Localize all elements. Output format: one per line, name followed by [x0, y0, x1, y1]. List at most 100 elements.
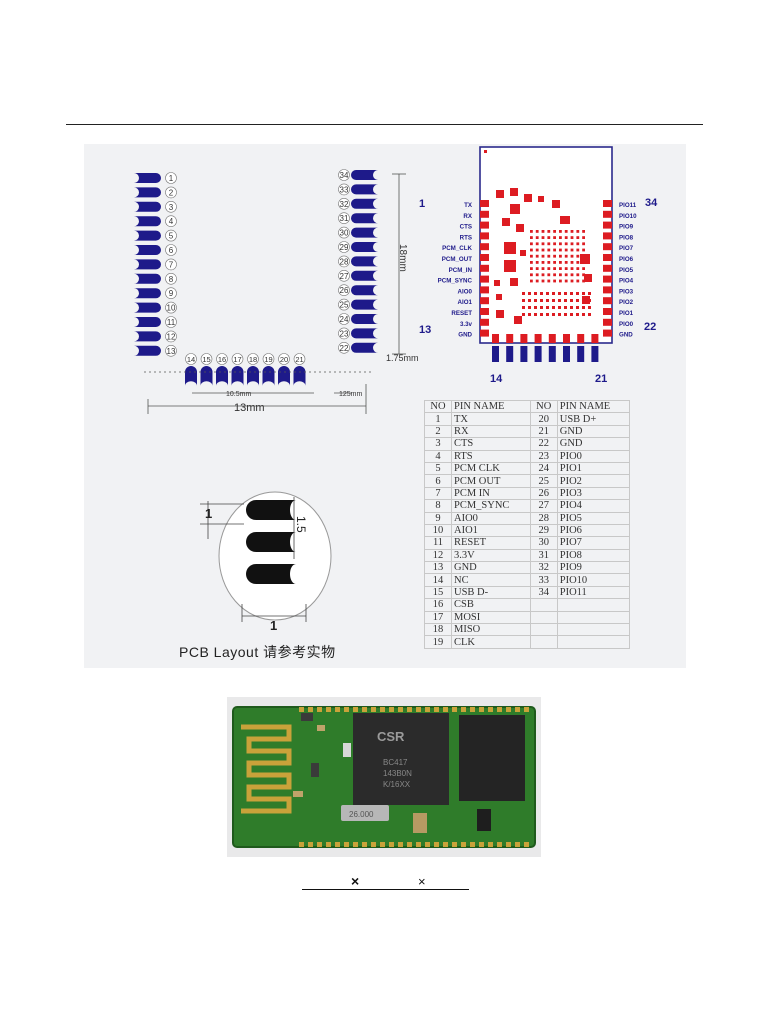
layout-label-left: AIO1	[458, 299, 473, 306]
detail-pads	[246, 500, 296, 584]
dim-edge-label: 1.75mm	[386, 353, 419, 363]
layout-pad-right	[603, 200, 612, 207]
table-cell-pin-name	[556, 635, 631, 649]
pin-number-bottom: 16	[218, 355, 226, 364]
table-cell-no: 5	[424, 461, 452, 476]
table-cell-pin-name: CLK	[451, 635, 531, 649]
table-cell-pin-name	[556, 598, 631, 612]
outline-pad-left	[134, 273, 161, 284]
table-cell-no: 19	[424, 635, 452, 649]
layout-label-left: PCM_IN	[449, 267, 473, 274]
layout-label-right: PIO1	[619, 310, 634, 317]
layout-label-left: PCM_CLK	[442, 245, 472, 252]
layout-label-right: PIO4	[619, 278, 634, 285]
layout-label-right: PIO8	[619, 234, 634, 241]
table-cell-no: 1	[424, 412, 452, 426]
table-cell-no: 14	[424, 573, 452, 587]
layout-bottom-pads	[492, 334, 599, 362]
table-cell-pin-name: MOSI	[451, 610, 531, 625]
layout-right-pads	[603, 200, 612, 337]
table-cell-pin-name: PIO5	[556, 511, 631, 525]
layout-label-right: GND	[619, 332, 633, 339]
layout-label-right: PIO9	[619, 224, 634, 231]
outline-pad-left	[134, 331, 161, 342]
corner-label-1: 1	[419, 198, 425, 210]
table-cell-pin-name: PIO6	[556, 523, 631, 538]
layout-label-right: PIO3	[619, 288, 634, 295]
layout-pad-left	[480, 264, 489, 272]
table-cell-no	[529, 598, 558, 612]
pin-number-right: 25	[340, 301, 349, 310]
outline-pad-bottom	[231, 366, 244, 386]
table-cell-pin-name: RX	[451, 424, 531, 439]
layout-pad-left	[480, 318, 489, 326]
chip-text-2: 143B0N	[383, 769, 412, 778]
outline-pad-left	[134, 345, 161, 356]
detail-dim-bottom: 1	[270, 618, 277, 633]
outline-pad-right	[351, 227, 378, 238]
table-cell-pin-name: PIO7	[556, 536, 631, 550]
layout-label-left: RX	[463, 213, 472, 220]
pin-number-right: 32	[340, 200, 349, 209]
outline-pad-left	[134, 216, 161, 227]
table-cell-pin-name: TX	[451, 412, 531, 426]
layout-pad-right	[603, 264, 612, 272]
table-cell-no: 31	[529, 548, 558, 563]
layout-right-labels: PIO11PIO10PIO9PIO8PIO7PIO6PIO5PIO4PIO3PI…	[619, 202, 637, 339]
pin-number-left: 13	[167, 347, 176, 356]
layout-label-left: RTS	[460, 234, 472, 241]
table-cell-pin-name	[556, 623, 631, 637]
pin-number-left: 12	[167, 332, 176, 341]
table-cell-no: 11	[424, 536, 452, 550]
table-cell-no: 12	[424, 548, 452, 563]
layout-pad-right	[603, 297, 612, 305]
layout-bottom-label	[506, 346, 514, 362]
chip-brand: CSR	[377, 729, 405, 744]
pin-number-right: 30	[340, 229, 349, 238]
outline-pad-bottom	[262, 366, 275, 386]
layout-label-right: PIO6	[619, 256, 634, 263]
layout-pad-bottom	[591, 334, 599, 343]
table-cell-pin-name: PIO2	[556, 474, 631, 488]
layout-pad-right	[603, 243, 612, 251]
outline-pad-right	[351, 213, 378, 224]
pin-number-right: 29	[340, 243, 349, 252]
layout-label-right: PIO0	[619, 321, 634, 328]
layout-label-right: PIO7	[619, 245, 634, 252]
layout-pad-bottom	[577, 334, 585, 343]
layout-pad-left	[480, 308, 489, 315]
layout-bottom-label	[534, 346, 542, 362]
pin-number-right: 26	[340, 286, 349, 295]
table-cell-no	[529, 635, 558, 649]
layout-pad-right	[603, 286, 612, 294]
outline-pad-left	[134, 187, 161, 198]
layout-pad-bottom	[548, 334, 556, 343]
table-cell-no: 15	[424, 585, 452, 600]
table-cell-pin-name: 3.3V	[451, 548, 531, 563]
header-pin-name-2: PIN NAME	[556, 399, 631, 414]
castellated-pads-top	[299, 707, 529, 712]
pin-number-bottom: 18	[249, 355, 257, 364]
layout-pad-left	[480, 221, 489, 229]
outline-pad-left	[134, 230, 161, 241]
detail-pad-shape	[246, 500, 296, 520]
table-cell-pin-name: PIO4	[556, 499, 631, 513]
detail-dim-left: 1	[205, 506, 212, 521]
layout-pad-left	[480, 243, 489, 251]
table-cell-no: 24	[529, 461, 558, 476]
table-cell-no: 25	[529, 474, 558, 488]
crystal-text: 26.000	[349, 810, 374, 819]
layout-pad-right	[603, 275, 612, 283]
layout-bottom-label	[520, 346, 528, 362]
pin-number-right: 34	[340, 171, 349, 180]
